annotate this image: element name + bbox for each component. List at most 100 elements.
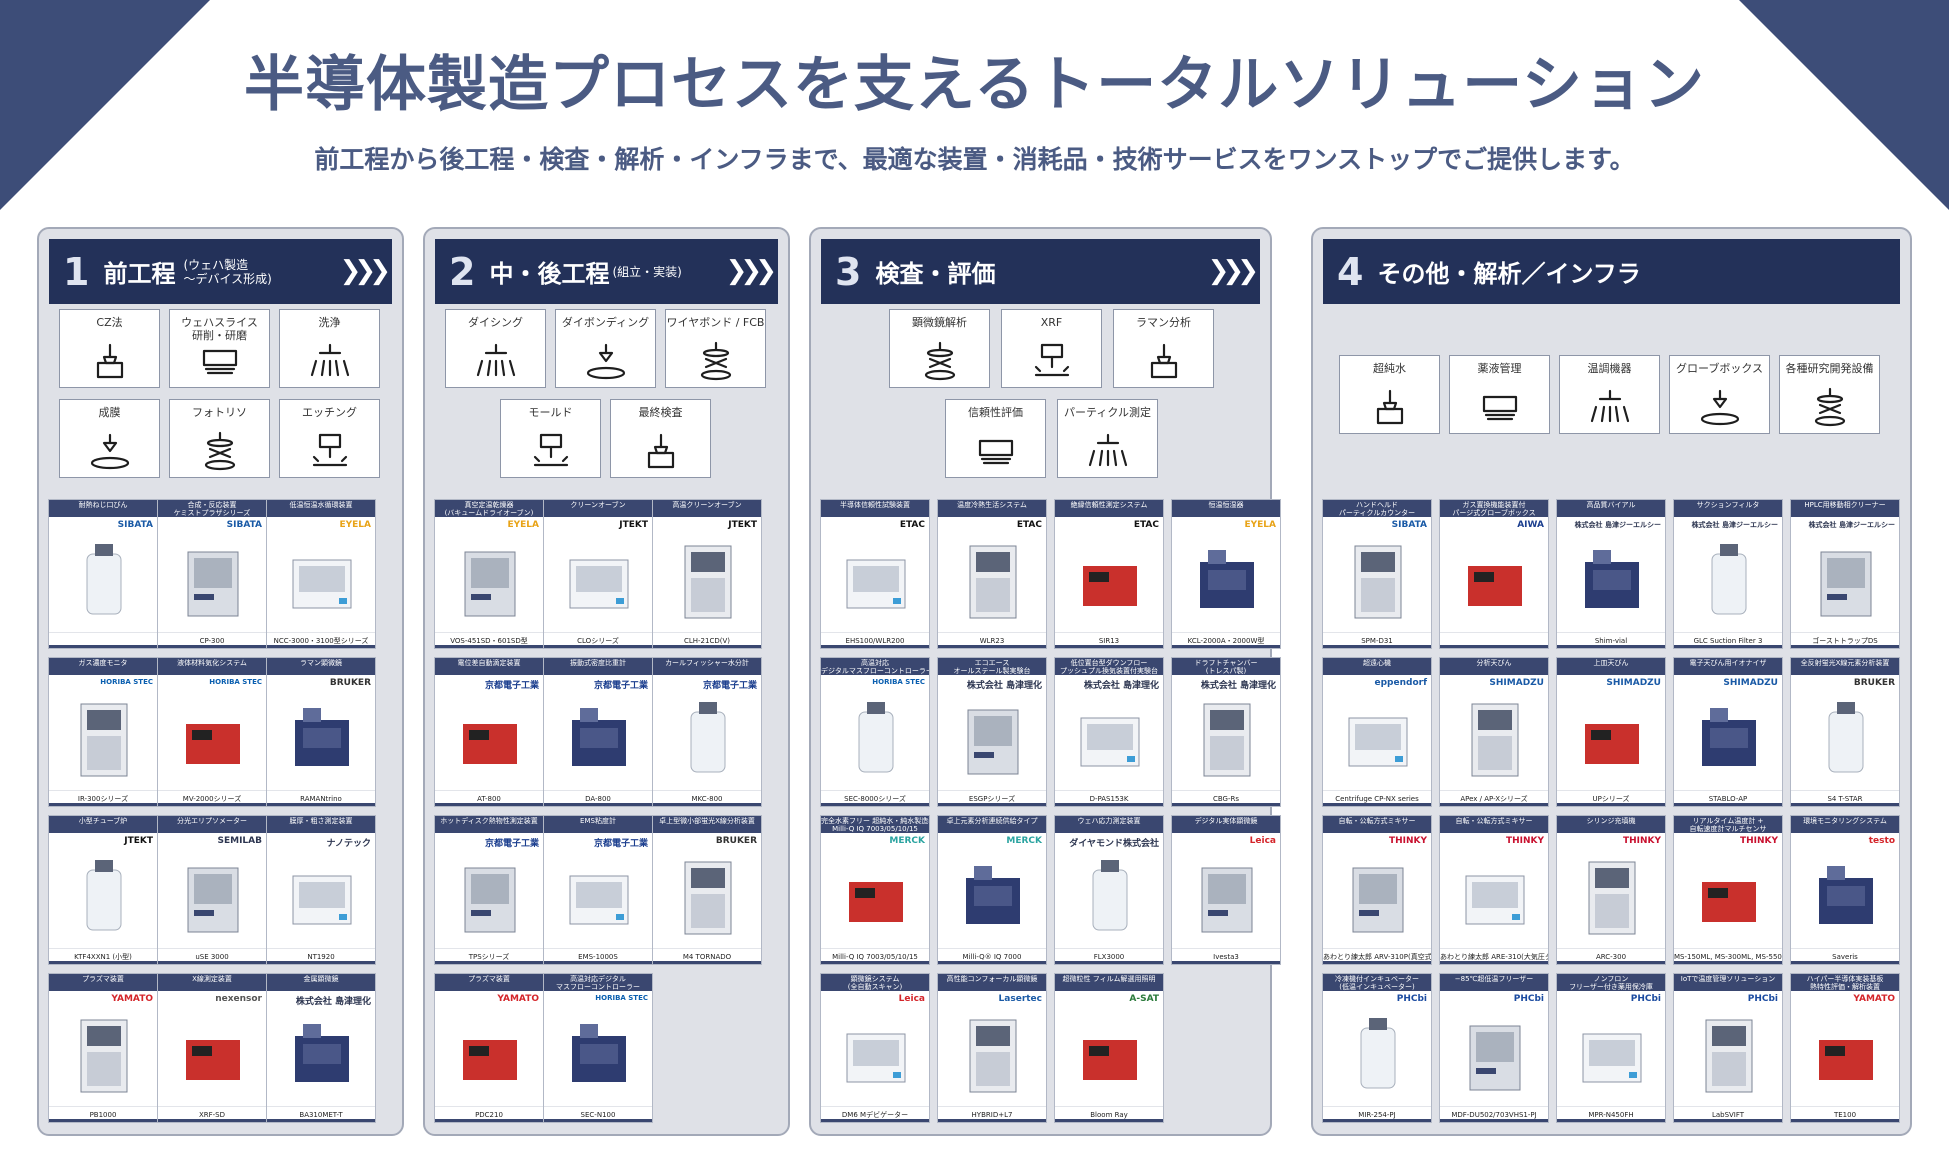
card-accent-bar bbox=[1674, 645, 1782, 648]
product-card[interactable]: 膜厚・粗さ測定装置 ナノテック NT1920 bbox=[266, 815, 376, 965]
brand-logo: THINKY bbox=[1622, 836, 1661, 846]
category-tile[interactable]: 洗浄 bbox=[279, 309, 380, 388]
product-card[interactable]: EMS粘度計 京都電子工業 EMS-1000S bbox=[543, 815, 653, 965]
product-card[interactable]: 自転・公転方式ミキサー THINKY あわとり練太郎 ARV-310P(真空式) bbox=[1322, 815, 1432, 965]
product-card[interactable]: 冷凍機付インキュベーター (低温インキュベーター) PHCbi MIR-254-… bbox=[1322, 973, 1432, 1123]
product-card[interactable]: 高温クリーンオーブン JTEKT CLH-21CD(V) bbox=[652, 499, 762, 649]
category-tile[interactable]: 超純水 bbox=[1339, 355, 1440, 434]
category-tile[interactable]: ダイシング bbox=[445, 309, 546, 388]
category-tile[interactable]: ウェハスライス 研削・研磨 bbox=[169, 309, 270, 388]
product-card[interactable]: X線測定装置 nexensor XRF-SD bbox=[157, 973, 267, 1123]
product-card[interactable]: 環境モニタリングシステム testo Saveris bbox=[1790, 815, 1900, 965]
product-card[interactable]: 電子天びん用イオナイザ SHIMADZU STABLO-AP bbox=[1673, 657, 1783, 807]
product-image bbox=[569, 559, 629, 609]
product-model: Saveris bbox=[1791, 948, 1899, 964]
product-image bbox=[1819, 1040, 1873, 1080]
product-card[interactable]: 完全水素フリー 超純水・純水製造装置 Milli-Q IQ 7003/05/10… bbox=[820, 815, 930, 965]
product-card[interactable]: シリンジ充填機 THINKY ARC-300 bbox=[1556, 815, 1666, 965]
category-tile[interactable]: 各種研究開発設備 bbox=[1779, 355, 1880, 434]
product-card[interactable]: エコエース オールステール製実験台 株式会社 島津理化 ESGPシリーズ bbox=[937, 657, 1047, 807]
category-tile[interactable]: 温調機器 bbox=[1559, 355, 1660, 434]
product-card[interactable]: 恒温恒湿器 EYELA KCL-2000A・2000W型 bbox=[1171, 499, 1281, 649]
product-card[interactable]: カールフィッシャー水分計 京都電子工業 MKC-800 bbox=[652, 657, 762, 807]
product-card[interactable]: IoTで温度管理ソリューション PHCbi LabSVIFT bbox=[1673, 973, 1783, 1123]
category-tile[interactable]: 薬液管理 bbox=[1449, 355, 1550, 434]
category-tile[interactable]: ワイヤボンド / FCB bbox=[665, 309, 766, 388]
process-icon bbox=[476, 343, 516, 377]
process-icon bbox=[1034, 343, 1070, 377]
product-category: IoTで温度管理ソリューション bbox=[1674, 974, 1782, 991]
product-card[interactable]: プラズマ装置 YAMATO PDC210 bbox=[434, 973, 544, 1123]
product-card[interactable]: ラマン顕微鏡 BRUKER RAMANtrino bbox=[266, 657, 376, 807]
product-card[interactable]: 温度冷熱生活システム ETAC WLR23 bbox=[937, 499, 1047, 649]
category-tile[interactable]: 成膜 bbox=[59, 399, 160, 478]
card-accent-bar bbox=[938, 1119, 1046, 1122]
category-tile[interactable]: 最終検査 bbox=[610, 399, 711, 478]
product-card[interactable]: 顕微鏡システム (全自動スキャン) Leica DM6 Mデビゲーター bbox=[820, 973, 930, 1123]
product-card[interactable]: 超遠心機 eppendorf Centrifuge CP-NX series bbox=[1322, 657, 1432, 807]
product-card[interactable]: 超微粒性 フィルム解選用照明 A-SAT Bloom Ray bbox=[1054, 973, 1164, 1123]
category-tile[interactable]: 信頼性評価 bbox=[945, 399, 1046, 478]
product-card[interactable]: 卓上型微小部蛍光X線分析装置 BRUKER M4 TORNADO bbox=[652, 815, 762, 965]
product-card[interactable]: ハンドヘルド パーティクルカウンター SIBATA SPM-D31 bbox=[1322, 499, 1432, 649]
category-tile[interactable]: グローブボックス bbox=[1669, 355, 1770, 434]
category-tile[interactable]: フォトリソ bbox=[169, 399, 270, 478]
card-accent-bar bbox=[158, 645, 266, 648]
product-card[interactable]: 低位置台型ダウンフロー プッシュプル換気装置付実験台 株式会社 島津理化 D-P… bbox=[1054, 657, 1164, 807]
product-card[interactable]: 卓上元素分析連続供給タイプ MERCK Milli-Q® IQ 7000 bbox=[937, 815, 1047, 965]
category-tile[interactable]: エッチング bbox=[279, 399, 380, 478]
product-card[interactable]: 低温恒温水循環装置 EYELA NCC-3000・3100型シリーズ bbox=[266, 499, 376, 649]
product-card[interactable]: 小型チューブ炉 JTEKT KTF4XXN1 (小型) bbox=[48, 815, 158, 965]
product-card[interactable]: 金属顕微鏡 株式会社 島津理化 BA310MET-T bbox=[266, 973, 376, 1123]
product-card[interactable]: 合成・反応装置 ケミストプラザシリーズ SIBATA CP-300 bbox=[157, 499, 267, 649]
product-card[interactable]: 半導体信頼性試験装置 ETAC EHS100/WLR200 bbox=[820, 499, 930, 649]
product-card[interactable]: 電位差自動滴定装置 京都電子工業 AT-800 bbox=[434, 657, 544, 807]
category-tile[interactable]: XRF bbox=[1001, 309, 1102, 388]
product-card[interactable]: ホットディスク熱物性測定装置 京都電子工業 TPSシリーズ bbox=[434, 815, 544, 965]
corner-decoration-left bbox=[0, 0, 210, 210]
product-model: EHS100/WLR200 bbox=[821, 632, 929, 648]
category-tile[interactable]: 顕微鏡解析 bbox=[889, 309, 990, 388]
product-category: 完全水素フリー 超純水・純水製造装置 Milli-Q IQ 7003/05/10… bbox=[821, 816, 929, 833]
category-tile[interactable]: ラマン分析 bbox=[1113, 309, 1214, 388]
category-tile[interactable]: ダイボンディング bbox=[555, 309, 656, 388]
product-card[interactable]: リアルタイム温度計 + 自転速度計マルチセンサ THINKY MS-150ML,… bbox=[1673, 815, 1783, 965]
product-card[interactable]: クリーンオーブン JTEKT CLOシリーズ bbox=[543, 499, 653, 649]
product-card[interactable]: 上皿天びん SHIMADZU UPシリーズ bbox=[1556, 657, 1666, 807]
product-card[interactable]: 高温対応デジタル マスフローコントローラー HORIBA STEC SEC-N1… bbox=[543, 973, 653, 1123]
product-card[interactable]: プラズマ装置 YAMATO PB1000 bbox=[48, 973, 158, 1123]
product-card[interactable]: 耐熱ねじ口びん SIBATA bbox=[48, 499, 158, 649]
product-card[interactable]: 自転・公転方式ミキサー THINKY あわとり練太郎 ARE-310(大気圧タイ… bbox=[1439, 815, 1549, 965]
product-image bbox=[1201, 867, 1253, 933]
card-accent-bar bbox=[938, 961, 1046, 964]
card-accent-bar bbox=[1440, 1119, 1548, 1122]
product-model: BA310MET-T bbox=[267, 1106, 375, 1122]
product-card[interactable]: −85℃超低温フリーザー PHCbi MDF-DU502/703VHS1-PJ bbox=[1439, 973, 1549, 1123]
product-card[interactable]: 振動式密度比重計 京都電子工業 DA-800 bbox=[543, 657, 653, 807]
product-card[interactable]: ガス濃度モニタ HORIBA STEC IR-300シリーズ bbox=[48, 657, 158, 807]
product-card[interactable]: ウェハ応力測定装置 ダイヤモンド株式会社 FLX3000 bbox=[1054, 815, 1164, 965]
product-card[interactable]: 高温対応 デジタルマスフローコントローラー HORIBA STEC SEC-80… bbox=[820, 657, 930, 807]
product-card[interactable]: 絶縁信頼性測定システム ETAC SIR13 bbox=[1054, 499, 1164, 649]
product-card[interactable]: 高品質バイアル 株式会社 島津ジーエルシー Shim-vial bbox=[1556, 499, 1666, 649]
product-card[interactable]: ハイパー半導体実装基板 熱特性評価・解析装置 YAMATO TE100 bbox=[1790, 973, 1900, 1123]
product-card[interactable]: 全反射蛍光X線元素分析装置 BRUKER S4 T-STAR bbox=[1790, 657, 1900, 807]
product-card[interactable]: ガス置換機能装置付 パージ式グローブボックス AIWA bbox=[1439, 499, 1549, 649]
product-card[interactable]: 高性能コンフォーカル顕微鏡 Lasertec HYBRID+L7 bbox=[937, 973, 1047, 1123]
product-card[interactable]: 真空定温乾燥器 (バキュームドライオーブン) EYELA VOS-451SD・6… bbox=[434, 499, 544, 649]
category-tile[interactable]: モールド bbox=[500, 399, 601, 478]
product-card[interactable]: デジタル実体顕微鏡 Leica Ivesta3 bbox=[1171, 815, 1281, 965]
product-card[interactable]: サクションフィルタ 株式会社 島津ジーエルシー GLC Suction Filt… bbox=[1673, 499, 1783, 649]
product-model: IR-300シリーズ bbox=[49, 790, 157, 806]
product-card[interactable]: 分光エリプソメーター SEMILAB uSE 3000 bbox=[157, 815, 267, 965]
product-card[interactable]: ドラフトチャンバー (トレスパ製) 株式会社 島津理化 CBG-Rs bbox=[1171, 657, 1281, 807]
product-card[interactable]: 分析天びん SHIMADZU APex / AP-Xシリーズ bbox=[1439, 657, 1549, 807]
category-tile[interactable]: CZ法 bbox=[59, 309, 160, 388]
category-label: エッチング bbox=[302, 406, 357, 419]
category-tile[interactable]: パーティクル測定 bbox=[1057, 399, 1158, 478]
product-card[interactable]: HPLC用移動相クリーナー 株式会社 島津ジーエルシー ゴーストトラップDS bbox=[1790, 499, 1900, 649]
product-card[interactable]: ノンフロン フリーザー付き薬用保冷庫 PHCbi MPR-N450FH bbox=[1556, 973, 1666, 1123]
product-card[interactable]: 液体材料気化システム HORIBA STEC MV-2000シリーズ bbox=[157, 657, 267, 807]
page-subtitle: 前工程から後工程・検査・解析・インフラまで、最適な装置・消耗品・技術サービスをワ… bbox=[314, 145, 1635, 174]
